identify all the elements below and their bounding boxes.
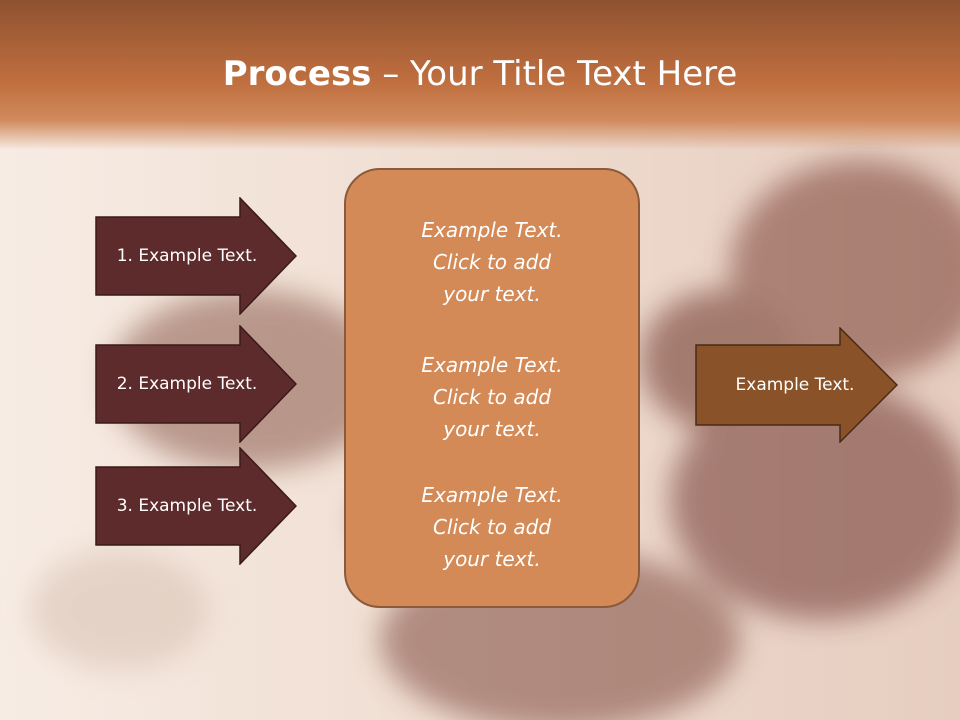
- center-paragraph-1: Example Text. Click to add your text.: [421, 218, 563, 306]
- step-arrow-1[interactable]: 1. Example Text.: [95, 196, 298, 316]
- step-label: 3. Example Text.: [116, 496, 258, 516]
- arrow-shape: [95, 196, 298, 316]
- step-arrow-2[interactable]: 2. Example Text.: [95, 324, 298, 444]
- step-arrow-3[interactable]: 3. Example Text.: [95, 446, 298, 566]
- title-bold: Process: [222, 54, 372, 94]
- slide-title: Process – Your Title Text Here: [0, 52, 960, 96]
- title-rest: – Your Title Text Here: [371, 54, 738, 94]
- step-label: 1. Example Text.: [116, 246, 258, 266]
- output-label: Example Text.: [735, 375, 855, 395]
- output-arrow[interactable]: Example Text.: [695, 326, 899, 444]
- title-band: [0, 0, 960, 150]
- arrow-shape: [695, 326, 899, 444]
- center-text-box[interactable]: Example Text. Click to add your text. Ex…: [344, 168, 640, 608]
- center-paragraph-3: Example Text. Click to add your text.: [421, 483, 563, 571]
- arrow-shape: [95, 324, 298, 444]
- step-label: 2. Example Text.: [116, 374, 258, 394]
- arrow-shape: [95, 446, 298, 566]
- center-paragraph-2: Example Text. Click to add your text.: [421, 353, 563, 441]
